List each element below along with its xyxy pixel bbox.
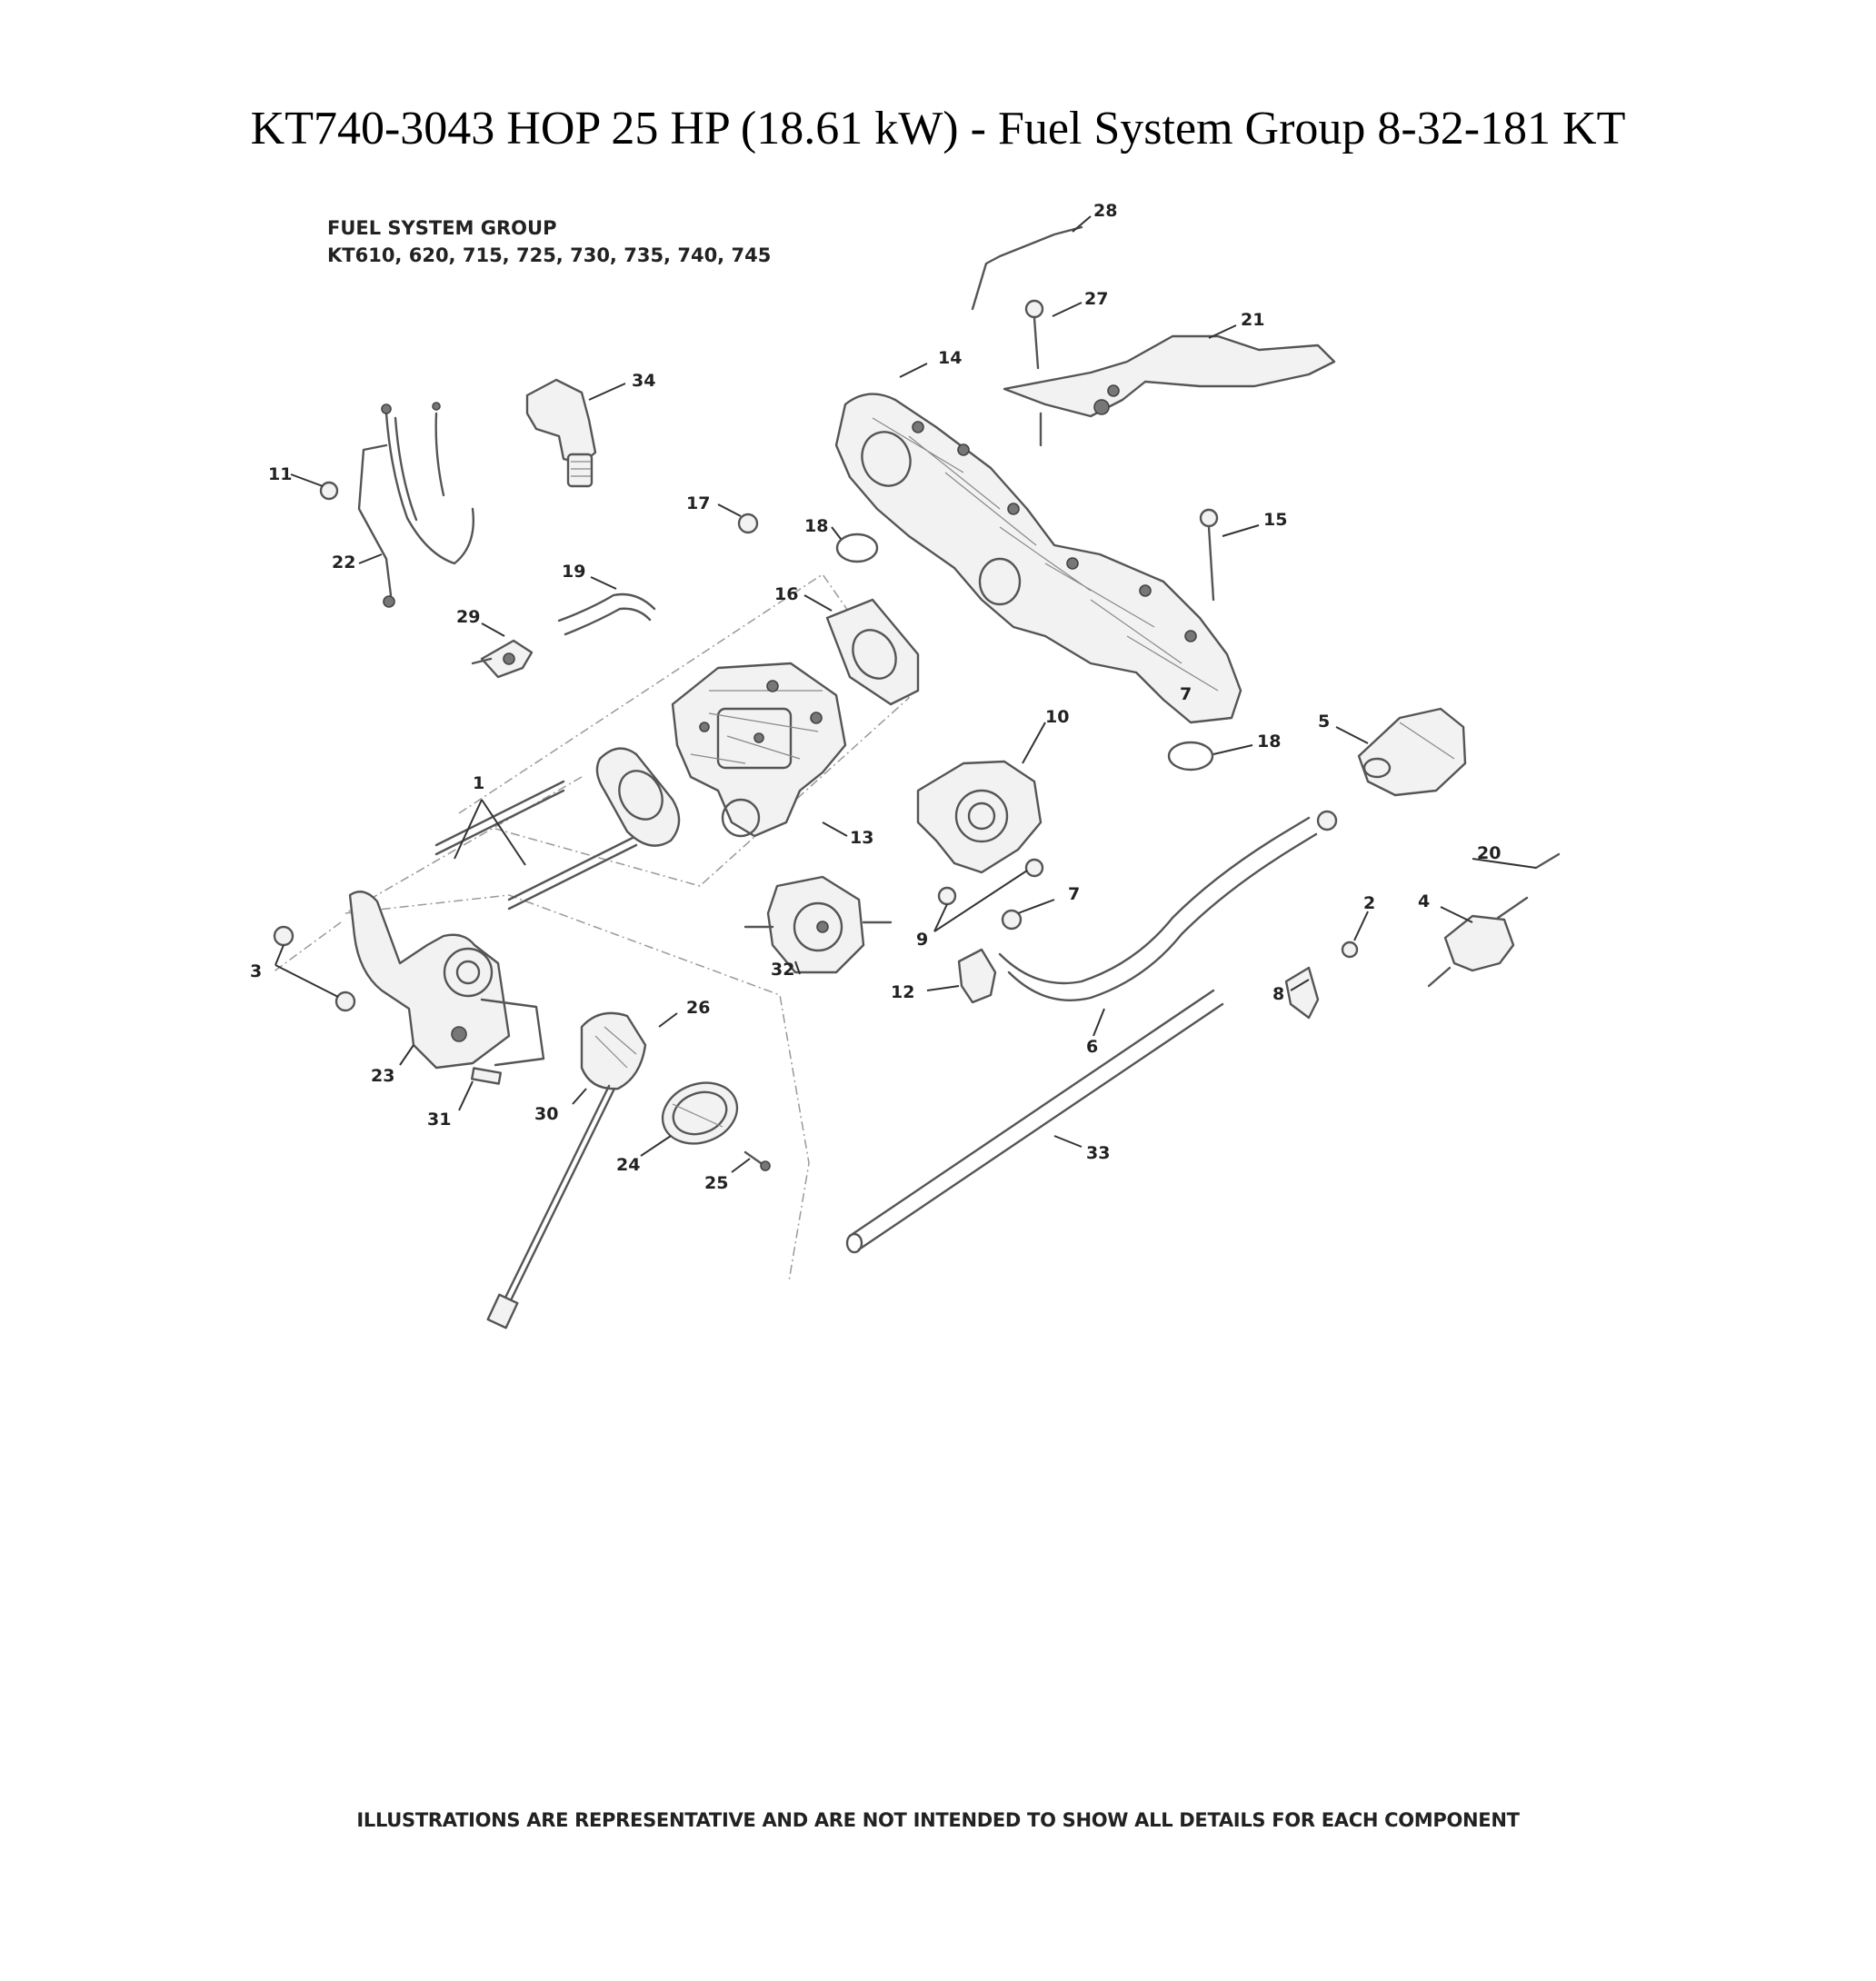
callout-19: 19 xyxy=(562,562,585,582)
callout-18-lower: 18 xyxy=(1257,732,1281,752)
callout-10: 10 xyxy=(1045,707,1069,727)
part-21-lever xyxy=(1003,334,1336,418)
part-12-elbow xyxy=(957,948,997,1004)
part-32-fuel-pump xyxy=(743,875,893,974)
part-29-fitting xyxy=(471,639,534,679)
part-10-pump-housing xyxy=(916,760,1044,906)
callout-13: 13 xyxy=(850,828,873,848)
group-heading: FUEL SYSTEM GROUP KT610, 620, 715, 725, … xyxy=(327,214,771,269)
part-19-hose xyxy=(557,592,656,636)
part-27-bolt xyxy=(1024,299,1044,447)
part-6-fuel-line xyxy=(998,816,1318,1001)
disclaimer-note: ILLUSTRATIONS ARE REPRESENTATIVE AND ARE… xyxy=(356,1809,1520,1831)
part-28-linkage-rod xyxy=(971,225,1083,311)
callout-25: 25 xyxy=(704,1173,728,1193)
part-11-nut xyxy=(319,481,339,501)
callout-23: 23 xyxy=(371,1066,394,1086)
callout-labels: 28 27 21 14 34 11 17 18 15 19 22 29 16 1… xyxy=(250,201,1501,1193)
callout-26: 26 xyxy=(686,998,710,1018)
part-5-fuel-filter xyxy=(1357,707,1467,797)
part-18-oring-upper xyxy=(835,533,879,563)
callout-30: 30 xyxy=(534,1104,558,1124)
part-30-adapter xyxy=(486,1011,647,1329)
callout-24: 24 xyxy=(616,1155,640,1175)
callout-9: 9 xyxy=(916,930,928,950)
carburetor xyxy=(671,662,847,838)
callout-3: 3 xyxy=(250,961,262,981)
part-8-bracket xyxy=(1284,966,1320,1020)
part-20-screw xyxy=(1534,852,1561,870)
callout-17: 17 xyxy=(686,493,710,513)
part-18-oring-lower xyxy=(1167,741,1214,771)
part-4-filter xyxy=(1427,896,1529,988)
callout-22: 22 xyxy=(332,552,355,572)
phantom-outline-lower xyxy=(344,894,810,1282)
phantom-centerline-left xyxy=(272,921,342,973)
callout-31: 31 xyxy=(427,1110,451,1130)
callout-32: 32 xyxy=(771,960,794,980)
callout-28: 28 xyxy=(1093,201,1117,221)
part-2-screw xyxy=(1341,941,1359,959)
callout-34: 34 xyxy=(632,371,655,391)
callout-18-upper: 18 xyxy=(804,516,828,536)
callout-6: 6 xyxy=(1086,1037,1098,1057)
part-1-studs xyxy=(434,780,638,911)
leader-lines xyxy=(274,215,1537,1173)
part-3-nuts xyxy=(273,925,356,1012)
part-14-intake-manifold xyxy=(834,393,1242,724)
callout-14: 14 xyxy=(938,348,962,368)
part-24-clamp xyxy=(661,1081,739,1145)
callout-4: 4 xyxy=(1418,891,1430,911)
callout-11: 11 xyxy=(268,464,292,484)
callout-8: 8 xyxy=(1272,984,1284,1004)
callout-27: 27 xyxy=(1084,289,1108,309)
callout-1: 1 xyxy=(473,773,484,793)
callout-16: 16 xyxy=(774,584,798,604)
callout-5: 5 xyxy=(1318,712,1330,732)
part-34-solenoid xyxy=(525,378,597,488)
callout-33: 33 xyxy=(1086,1143,1110,1163)
callout-2: 2 xyxy=(1363,893,1375,913)
callout-21: 21 xyxy=(1241,310,1264,330)
phantom-centerline xyxy=(344,776,583,914)
callout-12: 12 xyxy=(891,982,914,1002)
page-title: KT740-3043 HOP 25 HP (18.61 kW) - Fuel S… xyxy=(250,103,1626,154)
part-15-bolt xyxy=(1199,508,1219,602)
part-7-clamp xyxy=(1001,909,1023,931)
group-heading-models: KT610, 620, 715, 725, 730, 735, 740, 745 xyxy=(327,244,772,266)
phantom-outline xyxy=(458,572,910,887)
callout-7-manifold: 7 xyxy=(1180,684,1192,704)
callout-15: 15 xyxy=(1263,510,1287,530)
part-33-hose xyxy=(845,989,1224,1254)
part-9-clip xyxy=(1316,810,1338,831)
part-31-screw xyxy=(470,1067,503,1085)
part-13-gasket xyxy=(595,747,681,847)
callout-7-right: 7 xyxy=(1068,884,1080,904)
part-22-wiring xyxy=(357,402,474,608)
group-heading-title: FUEL SYSTEM GROUP xyxy=(327,217,557,239)
part-17-plug xyxy=(737,513,759,534)
callout-29: 29 xyxy=(456,607,480,627)
part-16-gasket xyxy=(825,598,920,706)
callout-20: 20 xyxy=(1477,843,1501,863)
part-23-bracket xyxy=(348,891,545,1070)
part-25-screw xyxy=(743,1150,771,1171)
